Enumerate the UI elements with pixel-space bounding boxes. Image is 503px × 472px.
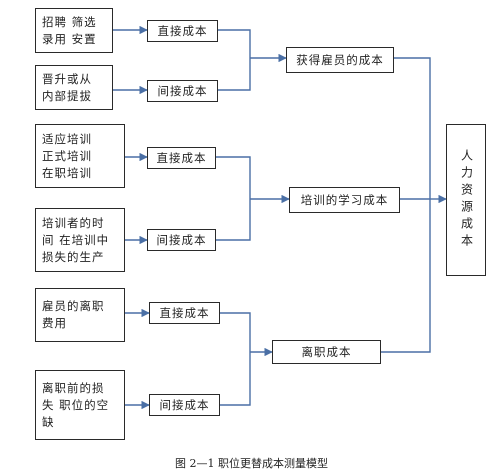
source-box-training-types: 适应培训 正式培训 在职培训	[35, 124, 125, 188]
connector-to-final	[381, 57, 431, 353]
source-box-separation-fee: 雇员的离职 费用	[35, 288, 125, 342]
cost-box-direct-2: 直接成本	[147, 147, 216, 169]
category-box-acquisition: 获得雇员的成本	[286, 47, 394, 73]
category-box-training: 培训的学习成本	[289, 187, 400, 213]
final-box-hr-cost: 人力资源成本	[446, 124, 486, 276]
connector-group3	[220, 312, 251, 406]
cost-box-direct-3: 直接成本	[149, 302, 220, 324]
cost-box-indirect-2: 间接成本	[147, 229, 216, 251]
cost-box-direct-1: 直接成本	[147, 20, 218, 42]
cost-box-indirect-1: 间接成本	[147, 80, 218, 102]
cost-box-indirect-3: 间接成本	[149, 394, 220, 416]
source-box-trainer-time: 培训者的时 间 在培训中 损失的生产	[35, 208, 125, 272]
source-box-recruitment: 招聘 筛选 录用 安置	[35, 8, 113, 53]
figure-caption: 图 2—1 职位更替成本测量模型	[175, 457, 328, 470]
source-box-promotion: 晋升或从 内部提拔	[35, 65, 113, 110]
connector-group1	[218, 29, 251, 91]
connector-group2	[216, 156, 251, 241]
category-box-separation: 离职成本	[272, 340, 381, 364]
source-box-pre-separation-loss: 离职前的损 失 职位的空 缺	[35, 370, 125, 440]
